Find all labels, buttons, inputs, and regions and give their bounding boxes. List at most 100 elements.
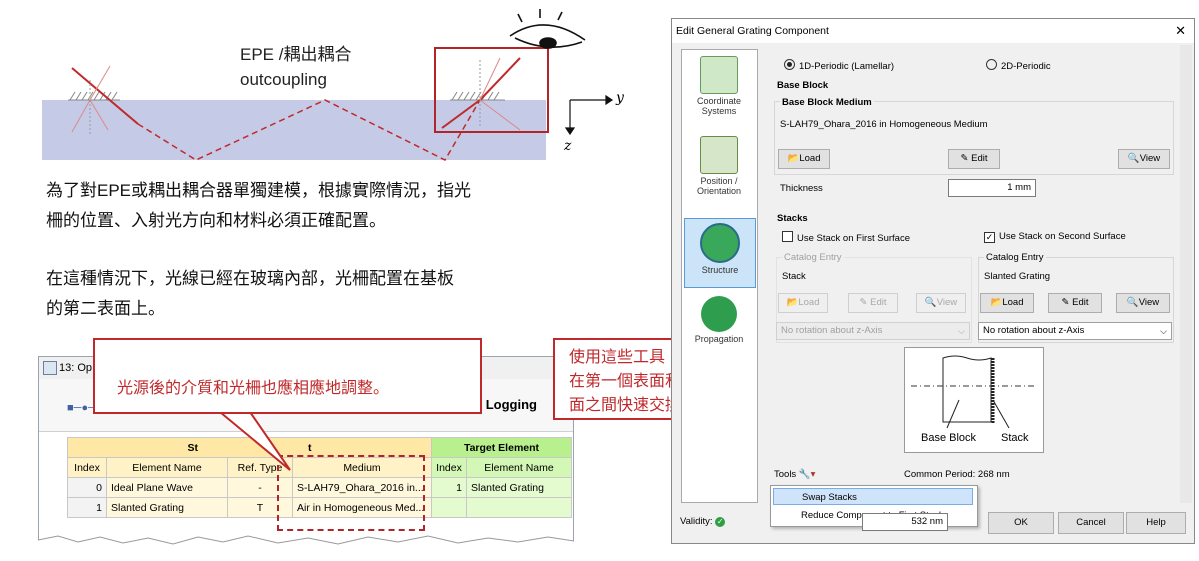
axis-z-label: z <box>564 138 572 154</box>
stacks-heading: Stacks <box>777 213 808 224</box>
column-target-index[interactable]: Index <box>431 457 467 478</box>
radio-selected-icon <box>784 59 795 70</box>
common-period-label: Common Period: 268 nm <box>904 469 1010 480</box>
waveguide-diagram: EPE /耦出耦合 outcoupling y z <box>0 0 640 170</box>
dialog-titlebar: Edit General Grating Component ✕ <box>672 19 1194 43</box>
paragraph-1: 為了對EPE或耦出耦合器單獨建模，根據實際情況，指光 柵的位置、入射光方向和材料… <box>46 176 606 236</box>
wrench-icon: 🔧▾ <box>798 469 816 480</box>
highlight-box <box>434 47 549 133</box>
first-stack-value: Stack <box>782 271 806 282</box>
tab-logging[interactable]: Logging <box>485 397 537 412</box>
paragraph-2-line-1: 在這種情況下，光線已經在玻璃內部，光柵配置在基板 <box>46 269 454 288</box>
folder-icon: 📂 <box>787 153 800 164</box>
ok-button[interactable]: OK <box>988 512 1054 534</box>
base-block-medium-group <box>774 101 1174 175</box>
category-nav: Coordinate Systems Position / Orientatio… <box>681 49 758 503</box>
preview-stack-label: Stack <box>1001 432 1029 444</box>
second-load-button[interactable]: 📂Load <box>980 293 1034 313</box>
use-second-surface-checkbox[interactable]: ✓Use Stack on Second Surface <box>984 231 1126 243</box>
chevron-down-icon: ⌵ <box>958 326 965 336</box>
dialog-title: Edit General Grating Component <box>676 25 829 37</box>
epe-label: EPE /耦出耦合 <box>240 45 352 64</box>
validity-indicator: Validity: ✓ <box>680 516 726 527</box>
propagation-icon <box>701 296 737 332</box>
torn-edge <box>38 535 574 561</box>
position-orientation-icon <box>700 136 738 174</box>
table-row[interactable]: 1 Slanted Grating T Air in Homogeneous M… <box>67 497 572 518</box>
structure-icon <box>700 223 740 263</box>
waveguide-illustration <box>42 9 614 161</box>
callout-medium-adjust: 光源後的介質和光柵也應相應地調整。 <box>93 338 482 414</box>
nav-position-orientation[interactable]: Position / Orientation <box>684 136 754 196</box>
dialog-scrollbar[interactable] <box>1180 45 1192 503</box>
help-button[interactable]: Help <box>1126 512 1186 534</box>
close-icon[interactable]: ✕ <box>1175 23 1186 38</box>
second-catalog-entry-label: Catalog Entry <box>984 252 1046 263</box>
column-medium[interactable]: Medium <box>292 457 432 478</box>
magnifier-icon: 🔍 <box>924 297 937 308</box>
second-rotation-select[interactable]: No rotation about z-Axis⌵ <box>978 322 1172 340</box>
base-load-button[interactable]: 📂Load <box>778 149 830 169</box>
paragraph-2: 在這種情況下，光線已經在玻璃內部，光柵配置在基板 的第二表面上。 <box>46 264 606 324</box>
outcoupling-label: outcoupling <box>240 70 327 89</box>
first-load-button[interactable]: 📂Load <box>778 293 828 313</box>
first-view-button[interactable]: 🔍View <box>916 293 966 313</box>
window-icon <box>43 361 57 375</box>
base-view-button[interactable]: 🔍View <box>1118 149 1170 169</box>
menu-swap-stacks[interactable]: Swap Stacks <box>773 488 973 505</box>
magnifier-icon: 🔍 <box>1126 297 1139 308</box>
first-rotation-select[interactable]: No rotation about z-Axis⌵ <box>776 322 970 340</box>
use-first-surface-checkbox[interactable]: Use Stack on First Surface <box>782 231 910 244</box>
tools-button[interactable]: Tools 🔧▾ <box>774 469 816 480</box>
first-edit-button[interactable]: ✎ Edit <box>848 293 898 313</box>
paragraph-1-line-1: 為了對EPE或耦出耦合器單獨建模，根據實際情況，指光 <box>46 181 472 200</box>
edit-grating-dialog: Edit General Grating Component ✕ Coordin… <box>671 18 1195 544</box>
base-medium-value: S-LAH79_Ohara_2016 in Homogeneous Medium <box>780 119 988 130</box>
glass-substrate <box>42 100 546 160</box>
column-target-name[interactable]: Element Name <box>466 457 572 478</box>
thickness-label: Thickness <box>780 183 823 194</box>
column-ref-type[interactable]: Ref. Type <box>227 457 293 478</box>
second-stack-value: Slanted Grating <box>984 271 1051 282</box>
stack-preview: Base Block Stack <box>904 347 1044 453</box>
chevron-down-icon: ⌵ <box>1160 326 1167 336</box>
axes <box>564 94 614 136</box>
magnifier-icon: 🔍 <box>1127 153 1140 164</box>
cancel-button[interactable]: Cancel <box>1058 512 1124 534</box>
nav-structure[interactable]: Structure <box>684 218 756 288</box>
radio-unselected-icon <box>986 59 997 70</box>
second-view-button[interactable]: 🔍View <box>1116 293 1170 313</box>
target-element-header: Target Element <box>431 437 572 458</box>
base-block-medium-heading: Base Block Medium <box>780 97 874 108</box>
radio-2d-periodic[interactable]: 2D-Periodic <box>986 59 1051 72</box>
pencil-icon: ✎ <box>960 153 969 164</box>
base-block-heading: Base Block <box>777 80 829 91</box>
base-edit-button[interactable]: ✎ Edit <box>948 149 1000 169</box>
preview-base-label: Base Block <box>921 432 977 444</box>
column-index[interactable]: Index <box>67 457 107 478</box>
nav-coordinate-systems[interactable]: Coordinate Systems <box>684 56 754 116</box>
thickness-input[interactable]: 1 mm <box>948 179 1036 197</box>
sub-window-title: 13: Op <box>59 362 93 374</box>
folder-icon: 📂 <box>786 297 799 308</box>
paragraph-1-line-2: 柵的位置、入射光方向和材料必須正確配置。 <box>46 211 386 230</box>
eye-icon <box>509 9 586 49</box>
check-circle-icon: ✓ <box>715 517 726 527</box>
radio-1d-periodic[interactable]: 1D-Periodic (Lamellar) <box>784 59 894 72</box>
wavelength-input[interactable]: 532 nm <box>862 513 948 531</box>
medium-highlight <box>277 455 425 531</box>
second-edit-button[interactable]: ✎ Edit <box>1048 293 1102 313</box>
second-surface-group <box>978 257 1174 343</box>
axis-y-label: y <box>616 90 624 106</box>
folder-icon: 📂 <box>990 297 1003 308</box>
paragraph-2-line-2: 的第二表面上。 <box>46 299 165 318</box>
first-surface-group <box>776 257 972 343</box>
pencil-icon: ✎ <box>859 297 868 308</box>
first-catalog-entry-label: Catalog Entry <box>782 252 844 263</box>
stack-preview-drawing <box>911 355 1037 429</box>
nav-propagation[interactable]: Propagation <box>684 296 754 344</box>
pencil-icon: ✎ <box>1061 297 1070 308</box>
coordinate-systems-icon <box>700 56 738 94</box>
